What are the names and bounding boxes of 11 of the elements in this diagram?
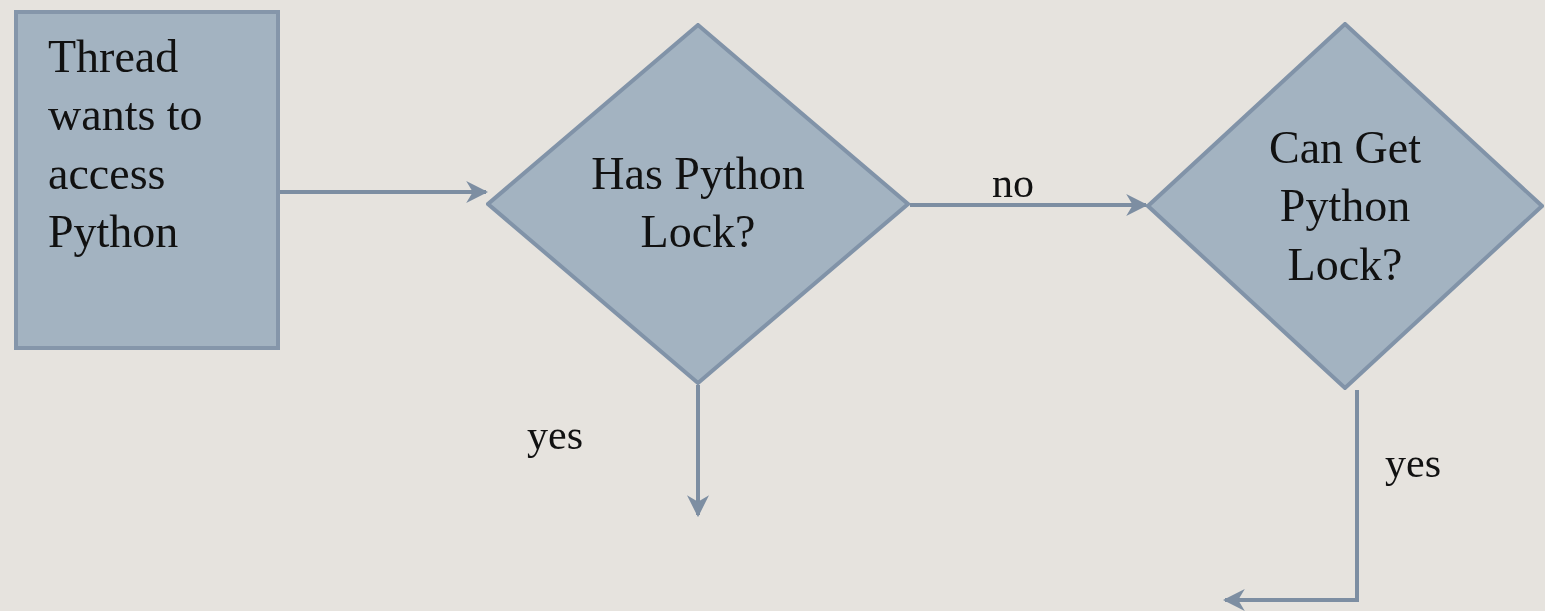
decision-text: Can Get Python Lock? [1268,121,1422,292]
arrow [910,194,1149,216]
process-text: Thread wants to access Python [48,30,204,260]
edge-label: yes [1385,442,1441,484]
decision-text: Has Python Lock? [590,147,806,260]
arrow [687,385,709,518]
process-box [14,10,280,350]
arrow [280,181,489,203]
edge-label: yes [527,414,583,456]
arrow [1222,390,1359,611]
edge-label: no [992,162,1034,204]
